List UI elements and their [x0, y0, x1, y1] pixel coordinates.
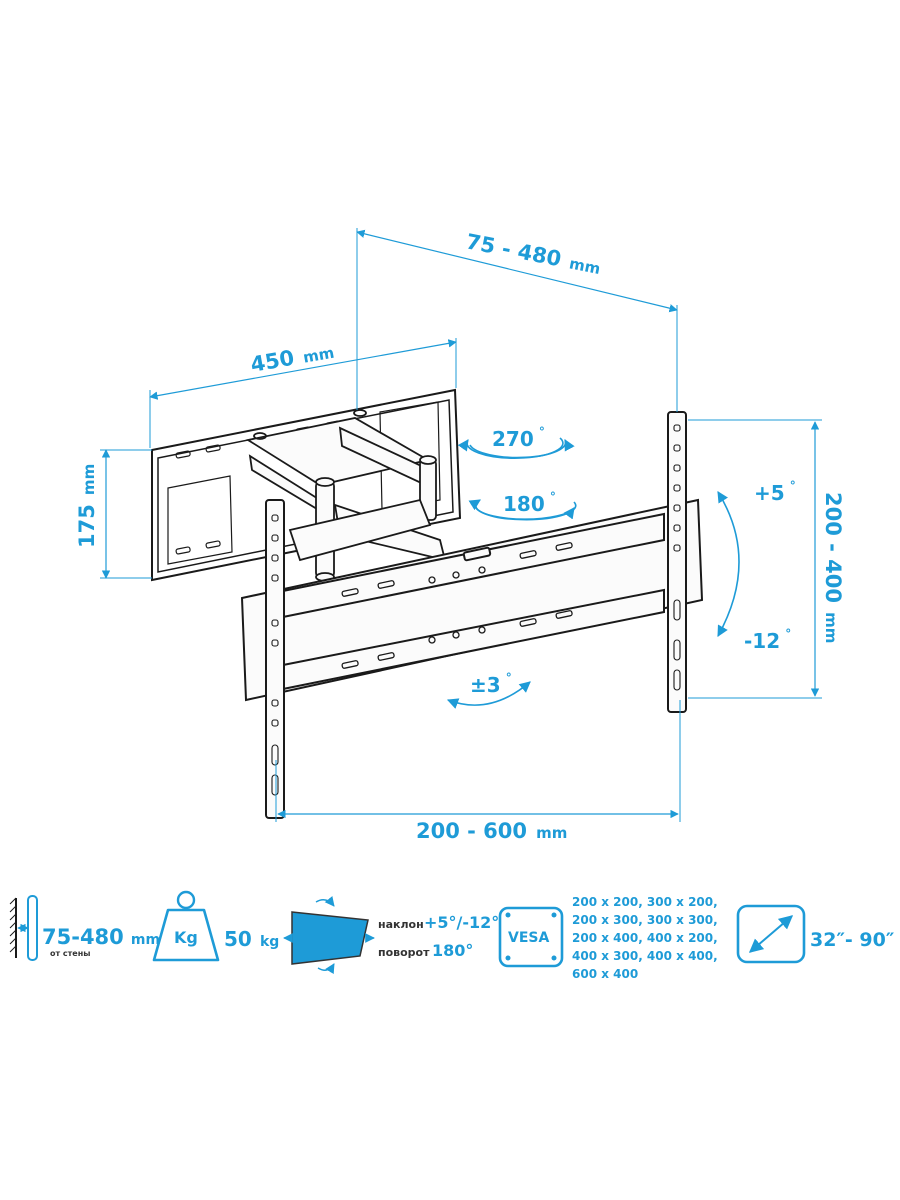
tilt-down-label: -12 °: [744, 627, 791, 653]
weight-icon: [152, 890, 220, 962]
depth-spec: 75-480 mm: [42, 925, 160, 949]
articulating-arms: [245, 409, 447, 582]
dim-vesa-vertical-label: 200 - 400 mm: [821, 492, 845, 643]
vesa-icon-label: VESA: [508, 930, 549, 946]
motion-arrows: [446, 437, 740, 709]
dim-vesa-horizontal-label: 200 - 600 mm: [416, 819, 567, 843]
tilt-label: наклон: [378, 918, 424, 931]
weight-spec: 50 kg: [224, 927, 279, 951]
tilt-swivel-icon: [283, 896, 375, 975]
vesa-size-list: 200 x 200, 300 x 200, 200 x 300, 300 x 3…: [572, 895, 718, 981]
tilt-up-label: +5 °: [754, 479, 796, 505]
vesa-size-line: 200 x 300, 300 x 300,: [572, 913, 718, 927]
depth-caption: от стены: [50, 949, 90, 958]
dimension-lines: [100, 228, 822, 822]
vesa-size-line: 200 x 200, 300 x 200,: [572, 895, 718, 909]
vesa-size-line: 600 x 400: [572, 967, 638, 981]
swivel-arm-label: 180 °: [503, 490, 556, 516]
dim-depth-label: 75 - 480 mm: [464, 229, 603, 279]
dim-wallplate-height-label: 175 mm: [75, 464, 99, 548]
screen-size-spec: 32″- 90″: [810, 929, 895, 951]
vesa-icon: [498, 906, 564, 968]
tilt-spec: +5°/-12°: [424, 913, 499, 932]
screen-diagonal-icon: [736, 904, 806, 964]
swivel-spec: 180°: [432, 941, 473, 960]
vesa-size-line: 400 x 300, 400 x 400,: [572, 949, 718, 963]
tv-crossbars: [240, 498, 704, 702]
vesa-size-line: 200 x 400, 400 x 200,: [572, 931, 718, 945]
level-adjust-label: ±3 °: [470, 671, 512, 697]
swivel-wall-label: 270 °: [492, 425, 545, 451]
tv-vertical-arms: [265, 411, 687, 819]
weight-icon-label: Kg: [174, 928, 198, 947]
wall-depth-icon: [9, 895, 38, 961]
swivel-label: поворот: [378, 946, 430, 959]
